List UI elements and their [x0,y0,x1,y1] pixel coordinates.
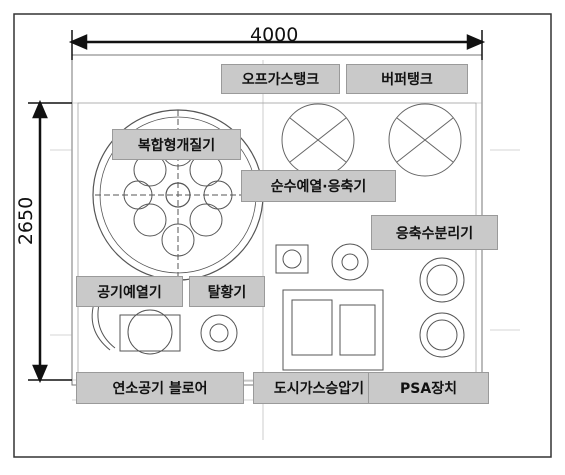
height-dimension-label: 2650 [15,196,38,246]
psa-unit-label: PSA장치 [368,372,489,404]
width-dimension-label: 4000 [250,24,299,46]
tank-vessels [281,103,462,177]
city-gas-booster-label: 도시가스승압기 [253,372,385,404]
small-vessels [91,243,465,371]
combustion-air-blower-label: 연소공기 블로어 [76,372,244,404]
width-dimension [68,30,486,60]
condensate-separator-label: 응축수분리기 [371,215,498,250]
pure-water-preheater-condenser-label: 순수예열·응축기 [241,170,396,202]
composite-reformer-label: 복합형개질기 [112,129,241,160]
height-dimension [28,99,72,384]
offgas-tank-label: 오프가스탱크 [221,64,340,94]
buffer-tank-label: 버퍼탱크 [346,64,468,94]
sheet-border [13,13,552,458]
desulfurizer-label: 탈황기 [189,276,265,307]
air-preheater-label: 공기예열기 [76,276,183,307]
